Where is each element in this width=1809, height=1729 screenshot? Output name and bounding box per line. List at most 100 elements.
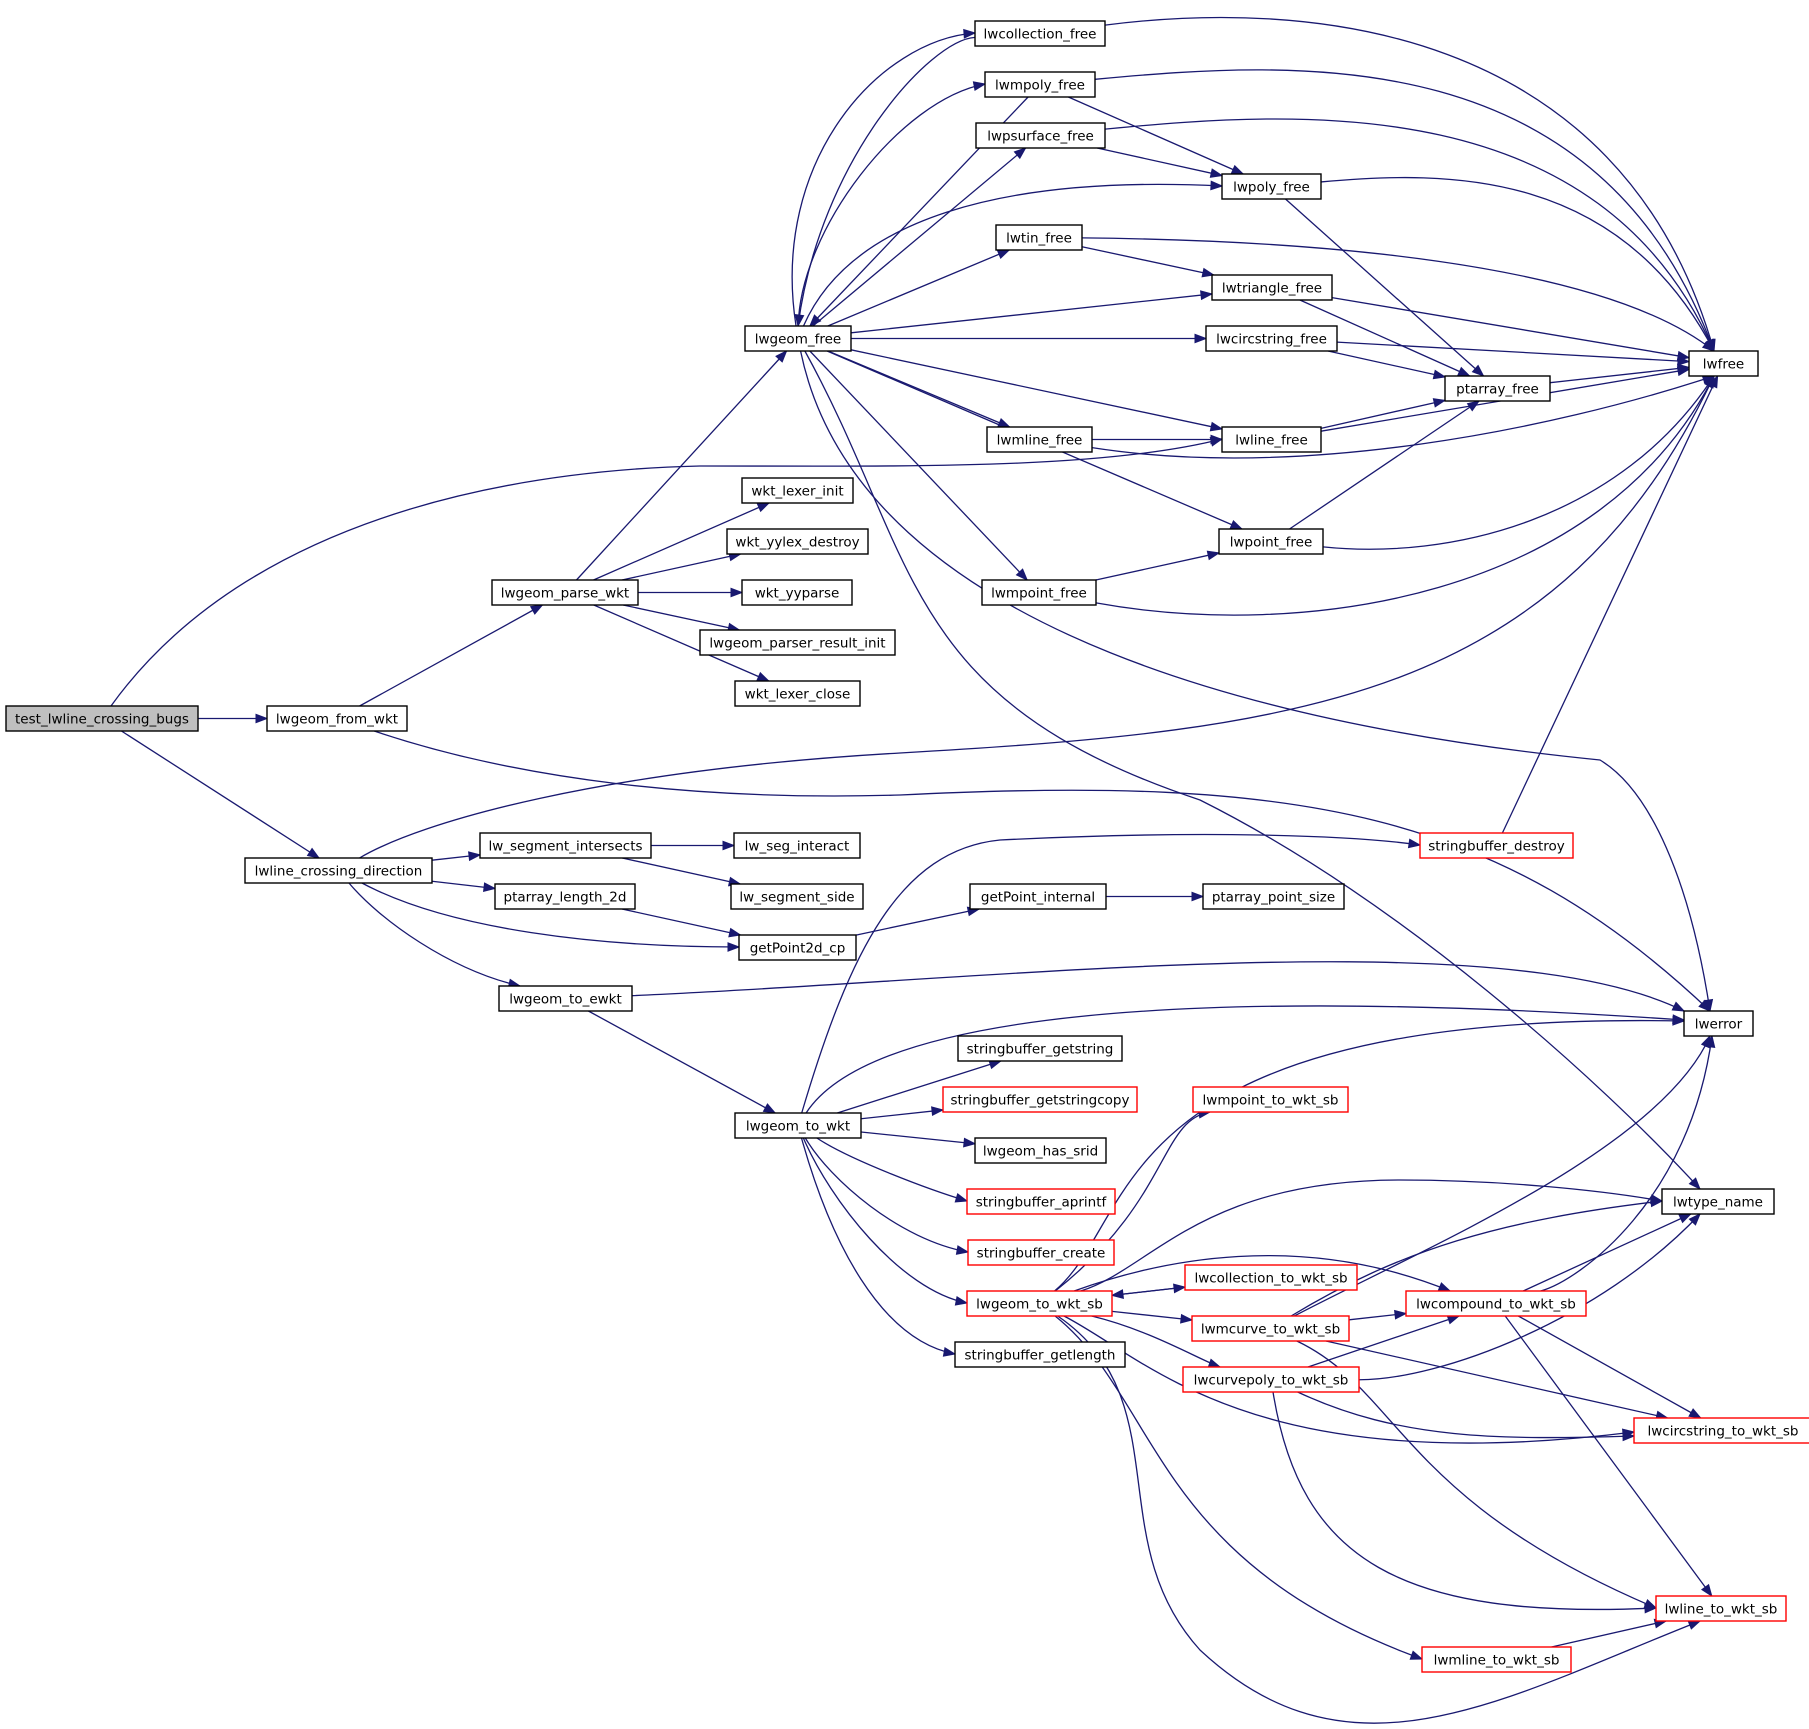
node-lwmpoly-free[interactable]: lwmpoly_free xyxy=(984,71,1096,98)
node-ptarray-length-2d[interactable]: ptarray_length_2d xyxy=(494,883,636,910)
arrowhead xyxy=(730,587,744,598)
node-lw-segment-intersects[interactable]: lw_segment_intersects xyxy=(479,832,652,859)
node-lwmpoint-to-wkt-sb[interactable]: lwmpoint_to_wkt_sb xyxy=(1192,1086,1349,1113)
arrowhead xyxy=(756,502,771,513)
node-lwtype-name[interactable]: lwtype_name xyxy=(1661,1188,1775,1215)
node-lwpsurface-free[interactable]: lwpsurface_free xyxy=(975,122,1106,149)
edge-lwcollection_to_wkt_sb-to-lwgeom_to_wkt_sb xyxy=(1110,1286,1186,1299)
arrowhead xyxy=(722,840,736,851)
node-stringbuffer-getlength[interactable]: stringbuffer_getlength xyxy=(954,1341,1126,1368)
node-wkt-yyparse[interactable]: wkt_yyparse xyxy=(741,579,853,606)
node-stringbuffer-getstring[interactable]: stringbuffer_getstring xyxy=(957,1035,1123,1062)
node-lw-seg-interact[interactable]: lw_seg_interact xyxy=(733,832,861,859)
edge-lwmcurve_to_wkt_sb-to-lwtype_name xyxy=(1290,1197,1664,1317)
edge-ptarray_length_2d-to-getPoint2d_cp xyxy=(621,908,742,938)
node-lwline-to-wkt-sb[interactable]: lwline_to_wkt_sb xyxy=(1655,1595,1787,1622)
node-lwpoint-free[interactable]: lwpoint_free xyxy=(1218,528,1324,555)
node-label: stringbuffer_aprintf xyxy=(976,1195,1108,1211)
edge-lwmline_free-to-lwfree xyxy=(1091,374,1716,459)
edge-lwcompound_to_wkt_sb-to-lwcircstring_to_wkt_sb xyxy=(1518,1315,1702,1419)
node-lwgeom-to-wkt-sb[interactable]: lwgeom_to_wkt_sb xyxy=(966,1290,1113,1317)
node-lwgeom-to-wkt[interactable]: lwgeom_to_wkt xyxy=(734,1112,862,1139)
arrowhead xyxy=(1210,434,1224,445)
edge-lwcurvepoly_to_wkt_sb-to-lwcircstring_to_wkt_sb xyxy=(1297,1391,1636,1442)
node-label: lwgeom_to_wkt xyxy=(746,1119,850,1135)
node-lwtin-free[interactable]: lwtin_free xyxy=(995,224,1083,251)
edge-test_lwline_crossing_bugs-to-lwline_free xyxy=(110,437,1224,707)
node-lwgeom-has-srid[interactable]: lwgeom_has_srid xyxy=(974,1137,1107,1164)
node-stringbuffer-getstringcopy[interactable]: stringbuffer_getstringcopy xyxy=(942,1086,1138,1113)
node-getPoint-internal[interactable]: getPoint_internal xyxy=(969,883,1107,910)
node-stringbuffer-destroy[interactable]: stringbuffer_destroy xyxy=(1419,832,1574,859)
node-label: lwline_to_wkt_sb xyxy=(1665,1602,1778,1618)
edge-lwcollection_free-to-lwfree xyxy=(1104,16,1716,353)
node-lwgeom-parser-result-init[interactable]: lwgeom_parser_result_init xyxy=(699,629,896,656)
node-lw-segment-side[interactable]: lw_segment_side xyxy=(730,883,864,910)
node-lwpoly-free[interactable]: lwpoly_free xyxy=(1221,173,1322,200)
arrowhead xyxy=(775,349,788,363)
node-label: lwpoly_free xyxy=(1233,180,1310,196)
node-wkt-yylex-destroy[interactable]: wkt_yylex_destroy xyxy=(726,528,869,555)
node-lwerror[interactable]: lwerror xyxy=(1683,1010,1754,1037)
edge-lwgeom_to_ewkt-to-lwgeom_to_wkt xyxy=(588,1010,777,1114)
node-wkt-lexer-init[interactable]: wkt_lexer_init xyxy=(741,477,854,504)
node-label: test_lwline_crossing_bugs xyxy=(15,712,189,728)
node-box xyxy=(1221,173,1322,200)
node-box xyxy=(957,1035,1123,1062)
node-box xyxy=(1683,1010,1754,1037)
node-label: lwtin_free xyxy=(1006,231,1072,247)
node-label: lwpoint_free xyxy=(1230,535,1313,551)
arrowhead xyxy=(306,847,321,859)
node-label: lwcompound_to_wkt_sb xyxy=(1416,1297,1576,1313)
arrowhead xyxy=(1200,290,1214,301)
node-ptarray-free[interactable]: ptarray_free xyxy=(1444,375,1551,402)
node-label: stringbuffer_getstringcopy xyxy=(951,1093,1130,1109)
edge-lwpsurface_free-to-lwpoly_free xyxy=(1096,147,1224,178)
arrowhead xyxy=(963,1137,977,1148)
node-label: lwerror xyxy=(1695,1017,1743,1033)
node-lwgeom-to-ewkt[interactable]: lwgeom_to_ewkt xyxy=(498,985,633,1012)
edge-test_lwline_crossing_bugs-to-lwline_crossing_direction xyxy=(121,730,321,859)
node-lwgeom-free[interactable]: lwgeom_free xyxy=(744,325,852,352)
node-label: lwgeom_parse_wkt xyxy=(501,586,629,602)
node-box xyxy=(494,883,636,910)
node-box xyxy=(995,224,1083,251)
arrowhead xyxy=(972,81,987,91)
node-lwcompound-to-wkt-sb[interactable]: lwcompound_to_wkt_sb xyxy=(1405,1290,1587,1317)
edge-lwline_crossing_direction-to-getPoint2d_cp xyxy=(361,882,741,952)
arrowhead xyxy=(1708,374,1719,389)
edge-lwtin_free-to-lwtriangle_free xyxy=(1081,246,1216,278)
arrowhead xyxy=(997,418,1011,428)
node-lwmline-to-wkt-sb[interactable]: lwmline_to_wkt_sb xyxy=(1421,1646,1572,1673)
node-lwcurvepoly-to-wkt-sb[interactable]: lwcurvepoly_to_wkt_sb xyxy=(1182,1366,1360,1393)
node-label: lwcurvepoly_to_wkt_sb xyxy=(1194,1373,1349,1389)
node-lwmline-free[interactable]: lwmline_free xyxy=(986,426,1093,453)
node-lwmpoint-free[interactable]: lwmpoint_free xyxy=(981,579,1097,606)
node-lwline-crossing-direction[interactable]: lwline_crossing_direction xyxy=(244,857,433,884)
edge-lwline_crossing_direction-to-lw_segment_intersects xyxy=(431,851,482,862)
node-lwfree[interactable]: lwfree xyxy=(1688,350,1759,377)
node-lwtriangle-free[interactable]: lwtriangle_free xyxy=(1211,274,1333,301)
edge-lw_segment_intersects-to-lw_segment_side xyxy=(622,857,742,887)
edge-lwgeom_parse_wkt-to-lwgeom_parser_result_init xyxy=(622,604,741,633)
node-ptarray-point-size[interactable]: ptarray_point_size xyxy=(1202,883,1345,910)
arrowhead xyxy=(1209,168,1224,178)
node-lwcollection-free[interactable]: lwcollection_free xyxy=(974,20,1106,47)
node-lwgeom-parse-wkt[interactable]: lwgeom_parse_wkt xyxy=(491,579,639,606)
node-stringbuffer-create[interactable]: stringbuffer_create xyxy=(967,1239,1115,1266)
node-label: lwtype_name xyxy=(1673,1195,1763,1211)
node-stringbuffer-aprintf[interactable]: stringbuffer_aprintf xyxy=(966,1188,1116,1215)
node-getPoint2d-cp[interactable]: getPoint2d_cp xyxy=(738,934,857,961)
edge-lwgeom_from_wkt-to-lwerror xyxy=(373,730,1712,1012)
node-lwcollection-to-wkt-sb[interactable]: lwcollection_to_wkt_sb xyxy=(1184,1264,1358,1291)
node-lwline-free[interactable]: lwline_free xyxy=(1221,426,1322,453)
node-label: lwgeom_to_wkt_sb xyxy=(976,1297,1103,1313)
arrowhead xyxy=(1407,838,1422,849)
node-lwmcurve-to-wkt-sb[interactable]: lwmcurve_to_wkt_sb xyxy=(1191,1315,1350,1342)
node-lwcircstring-to-wkt-sb[interactable]: lwcircstring_to_wkt_sb xyxy=(1633,1417,1809,1444)
node-lwgeom-from-wkt[interactable]: lwgeom_from_wkt xyxy=(266,705,408,732)
node-wkt-lexer-close[interactable]: wkt_lexer_close xyxy=(734,680,861,707)
node-box xyxy=(1421,1646,1572,1673)
node-lwcircstring-free[interactable]: lwcircstring_free xyxy=(1205,325,1338,352)
edge-lwgeom_to_wkt-to-stringbuffer_getstring xyxy=(837,1059,1003,1114)
